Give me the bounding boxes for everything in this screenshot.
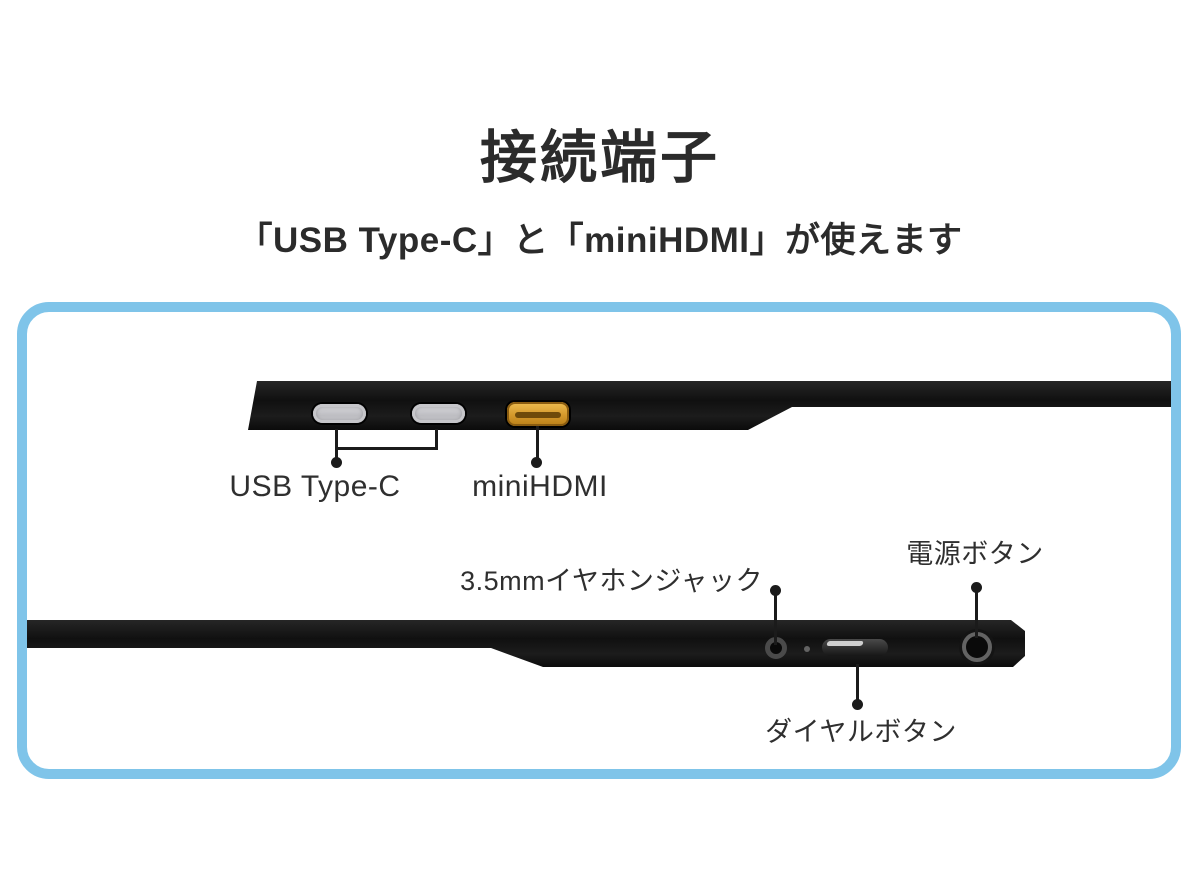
callout-line-dial (856, 664, 859, 703)
mic-hole (804, 646, 810, 652)
callout-line-power (975, 591, 978, 638)
earphone-jack-label: 3.5mmイヤホンジャック (460, 566, 763, 596)
callout-dot-usb (331, 457, 342, 468)
mini-hdmi-port (507, 402, 569, 426)
callout-line-hdmi (536, 426, 539, 460)
mini-hdmi-label: miniHDMI (472, 470, 608, 503)
callout-dot-power (971, 582, 982, 593)
usb-type-c-port-2 (412, 404, 465, 423)
usb-type-c-label: USB Type-C (229, 470, 401, 503)
callout-dot-hdmi (531, 457, 542, 468)
callout-line-usb-bracket (335, 447, 438, 450)
page-subtitle: 「USB Type-C」と「miniHDMI」が使えます (237, 221, 963, 260)
callout-dot-jack (770, 585, 781, 596)
dial-button (822, 639, 888, 656)
highlight-frame (17, 302, 1181, 779)
power-button-label: 電源ボタン (906, 539, 1044, 569)
page-title: 接続端子 (480, 126, 720, 190)
callout-line-usb-right (435, 429, 438, 450)
dial-button-label: ダイヤルボタン (765, 717, 957, 747)
usb-type-c-port-1 (313, 404, 366, 423)
callout-line-usb-left (335, 429, 338, 462)
callout-dot-dial (852, 699, 863, 710)
callout-line-jack (774, 594, 777, 645)
power-button (962, 632, 992, 662)
